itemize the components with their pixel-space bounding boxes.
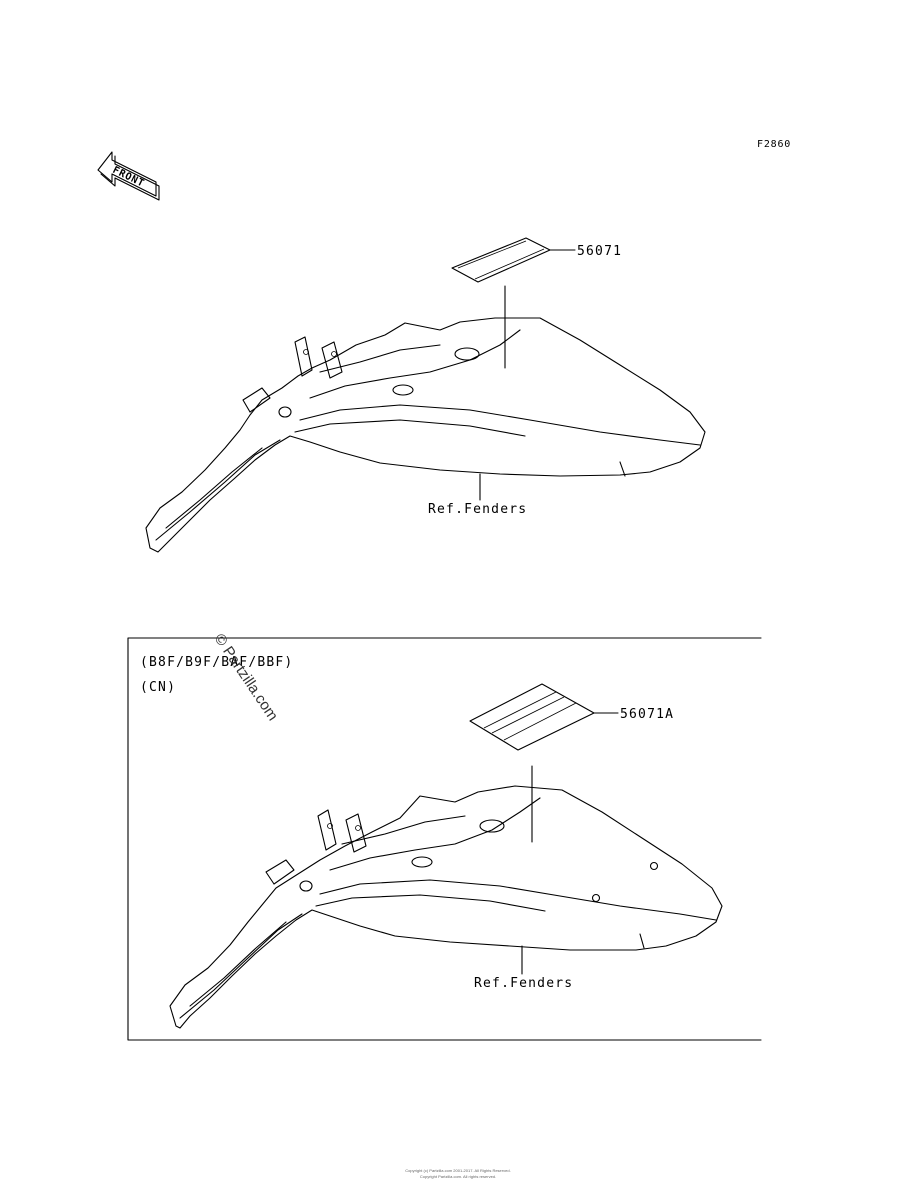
ref-fenders-bottom: Ref.Fenders (474, 976, 573, 991)
variant-frame (127, 637, 762, 1041)
label-sticker-56071A (469, 683, 595, 751)
label-sticker-56071 (451, 237, 551, 283)
top-diagram: 56071 Ref.Fenders (145, 237, 706, 553)
rear-fender-bottom (169, 785, 723, 1029)
footer-copyright-line1: Copyright (c) Partzilla.com 2001-2017. A… (405, 1168, 510, 1173)
part-number-56071: 56071 (577, 244, 622, 259)
region-code: (CN) (140, 680, 176, 695)
bottom-diagram: (B8F/B9F/BAF/BBF) (CN) 56071A (127, 637, 762, 1041)
model-codes: (B8F/B9F/BAF/BBF) (140, 655, 293, 670)
rear-fender-top (145, 317, 706, 553)
part-number-56071A: 56071A (620, 707, 674, 722)
watermark: © Partzilla.com (211, 631, 282, 724)
front-arrow-icon: FRONT (97, 151, 160, 201)
figure-id: F2860 (757, 139, 791, 150)
footer-copyright-line2: Copyright Partzilla.com. All rights rese… (420, 1174, 496, 1179)
ref-fenders-top: Ref.Fenders (428, 502, 527, 517)
